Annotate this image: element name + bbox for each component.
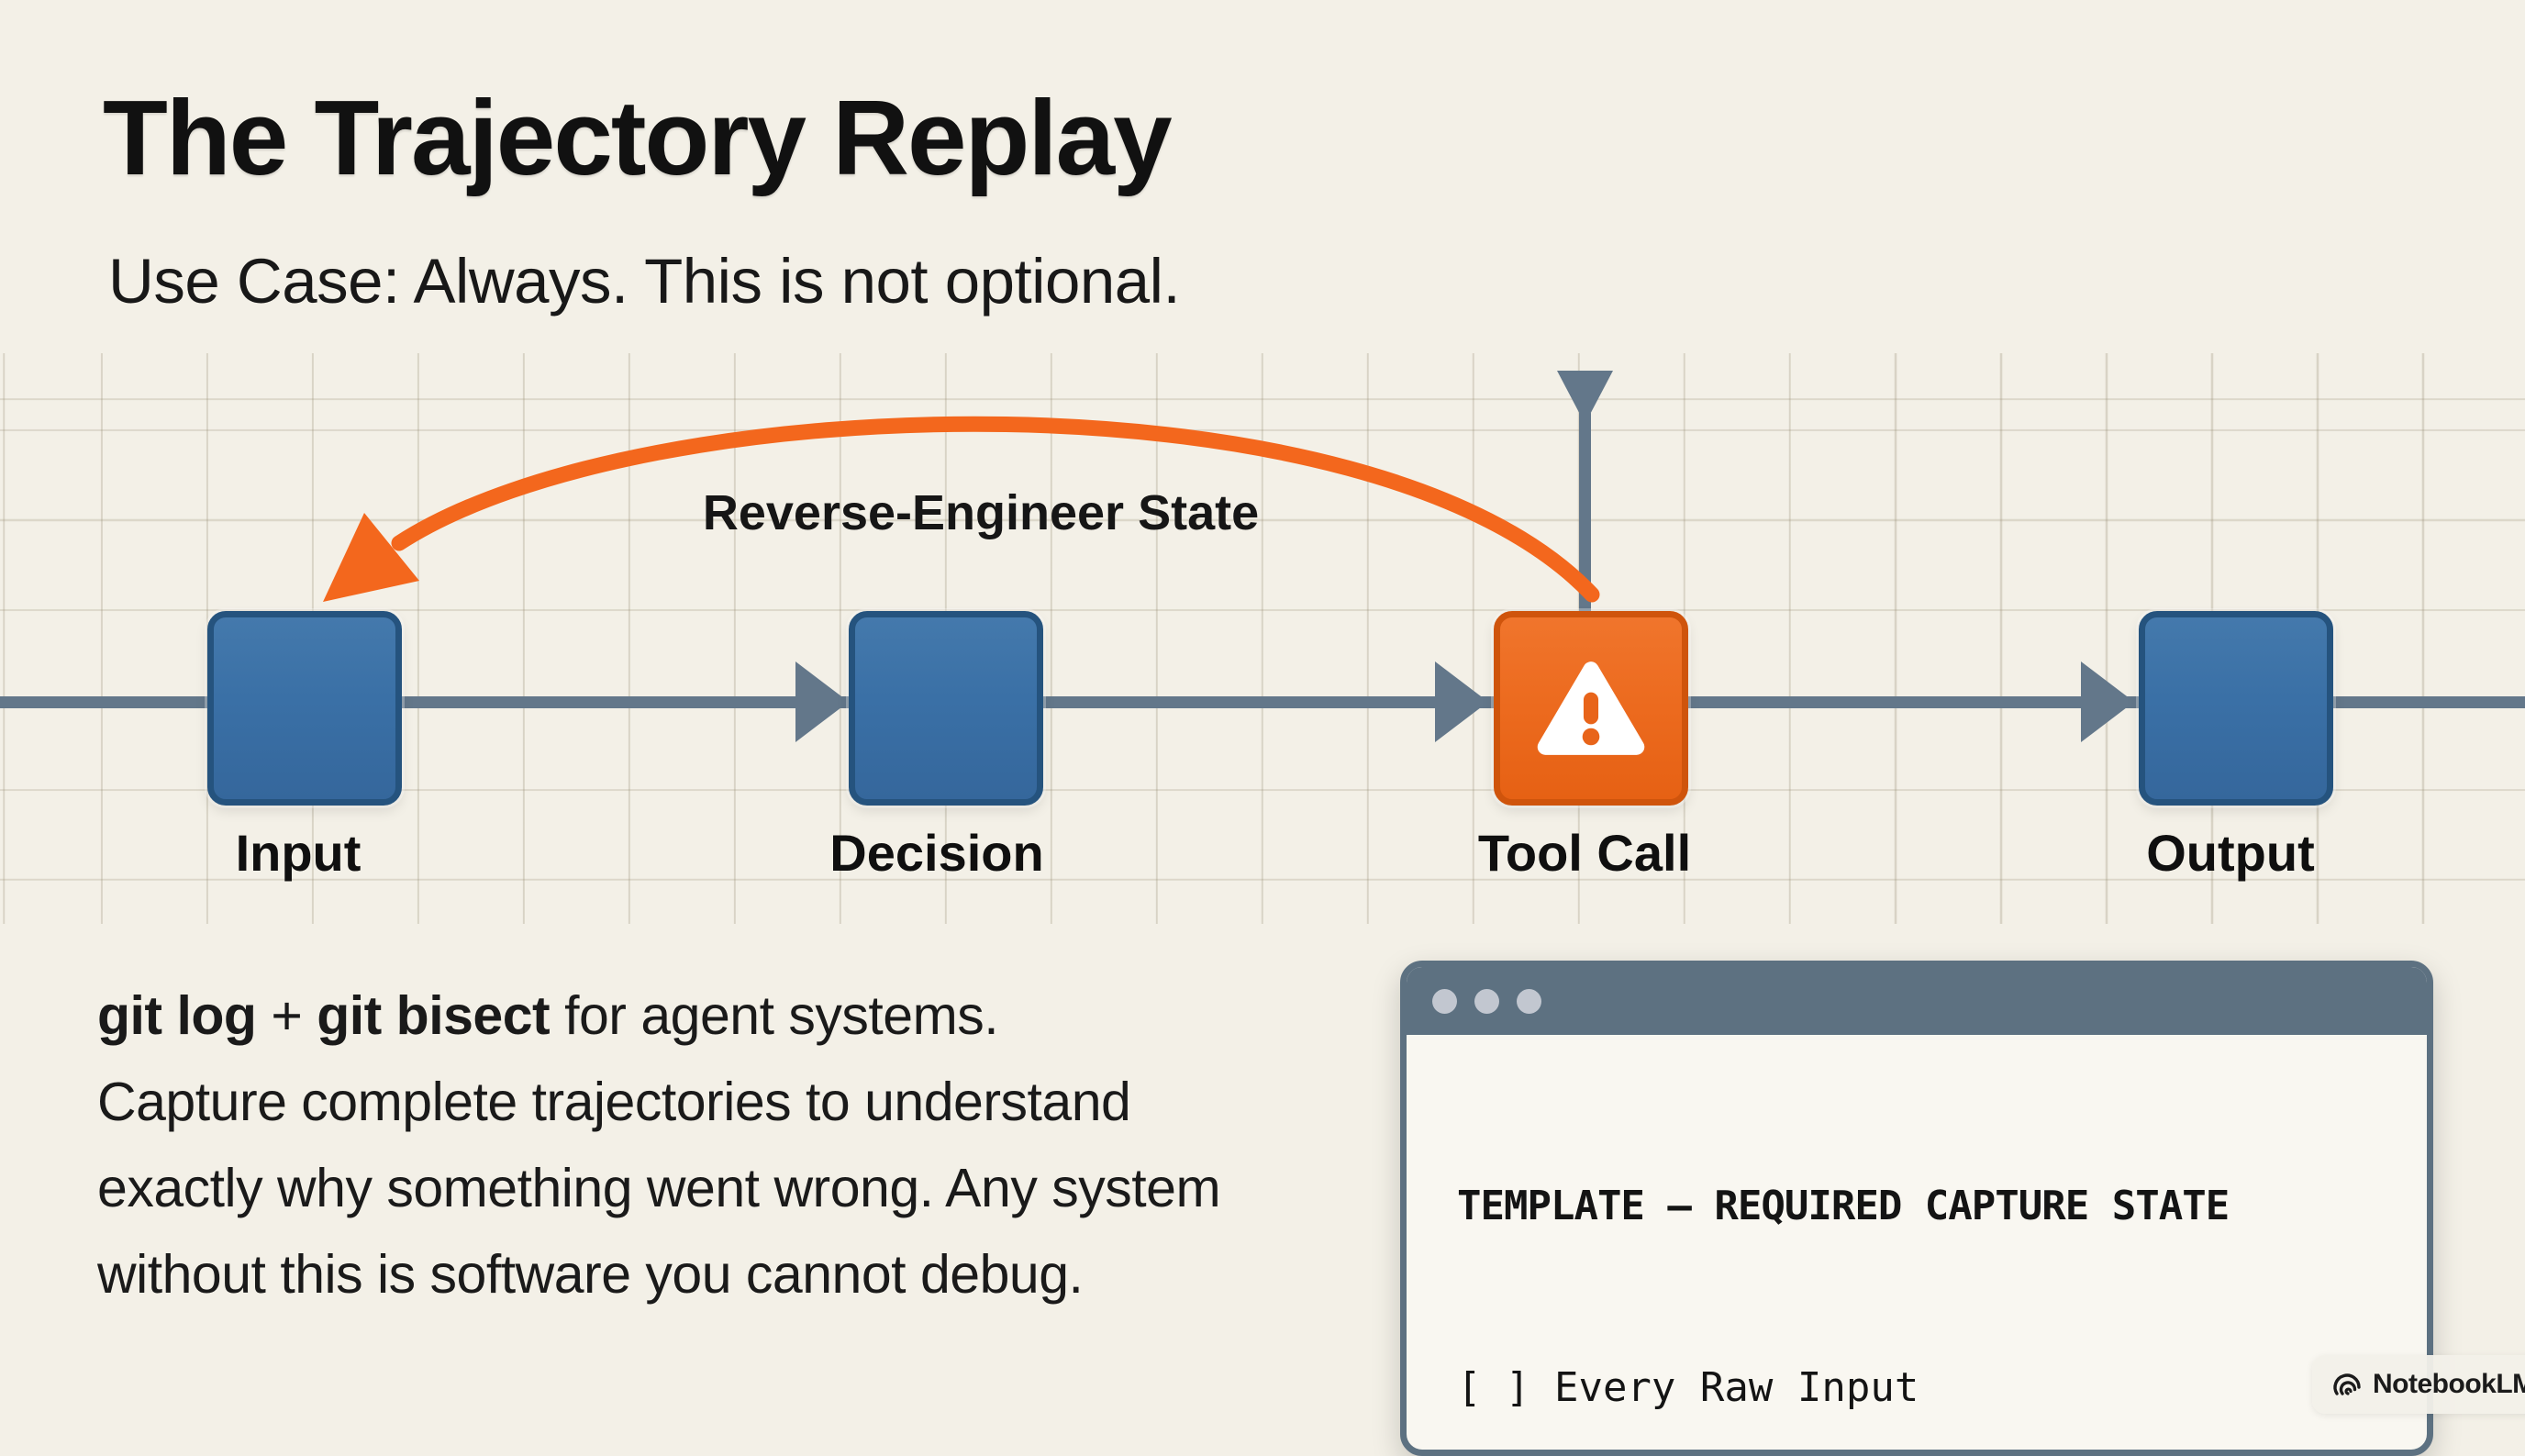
page-subtitle: Use Case: Always. This is not optional. [108, 246, 1181, 317]
flow-line [0, 696, 2525, 708]
reverse-arrow-curve [391, 416, 1600, 603]
description-line-4: without this is software you cannot debu… [97, 1244, 1084, 1305]
reverse-engineer-label: Reverse-Engineer State [702, 485, 1260, 540]
arrow-right-icon [1435, 661, 1488, 742]
arrow-right-icon [2081, 661, 2134, 742]
node-input [207, 611, 402, 806]
slide: The Trajectory Replay Use Case: Always. … [0, 78, 2525, 1456]
node-label-output: Output [2146, 824, 2315, 882]
node-label-tool-call: Tool Call [1477, 824, 1692, 882]
notebooklm-logo-icon [2333, 1373, 2361, 1395]
git-log-text: git log [97, 985, 257, 1046]
warning-triangle-icon [1537, 661, 1645, 755]
arrow-down-icon [1557, 371, 1613, 424]
tool-call-drop-line [1579, 413, 1591, 615]
template-checklist: TEMPLATE — REQUIRED CAPTURE STATE [ ] Ev… [1407, 1035, 2427, 1450]
checklist-heading: TEMPLATE — REQUIRED CAPTURE STATE [1457, 1183, 2230, 1229]
description-text: git log + git bisect for agent systems. … [97, 973, 1400, 1317]
plus-text: + [256, 985, 317, 1046]
node-tool-call [1494, 611, 1688, 806]
window-dot-icon [1517, 988, 1541, 1014]
git-bisect-text: git bisect [317, 985, 551, 1046]
reverse-arrowhead-icon [323, 513, 419, 602]
node-decision [849, 611, 1043, 806]
node-output [2139, 611, 2333, 806]
flow-connectors [0, 371, 2525, 742]
line-1-rest: for agent systems. [550, 985, 999, 1046]
description-line-1: git log + git bisect for agent systems. [97, 973, 1400, 1059]
description-line-2: Capture complete trajectories to underst… [97, 1072, 1131, 1132]
arrow-right-icon [795, 661, 849, 742]
description-line-3: exactly why something went wrong. Any sy… [97, 1158, 1221, 1218]
window-dot-icon [1432, 988, 1457, 1014]
page-title: The Trajectory Replay [103, 78, 1173, 197]
window-titlebar [1407, 967, 2427, 1035]
template-window: TEMPLATE — REQUIRED CAPTURE STATE [ ] Ev… [1400, 961, 2433, 1456]
window-dot-icon [1474, 988, 1499, 1014]
watermark-label: NotebookLM [2373, 1369, 2525, 1399]
checklist-item: [ ] Every Raw Input [1457, 1364, 1919, 1411]
node-label-input: Input [235, 824, 362, 882]
node-label-decision: Decision [829, 824, 1044, 882]
watermark-badge: NotebookLM [2312, 1355, 2525, 1414]
